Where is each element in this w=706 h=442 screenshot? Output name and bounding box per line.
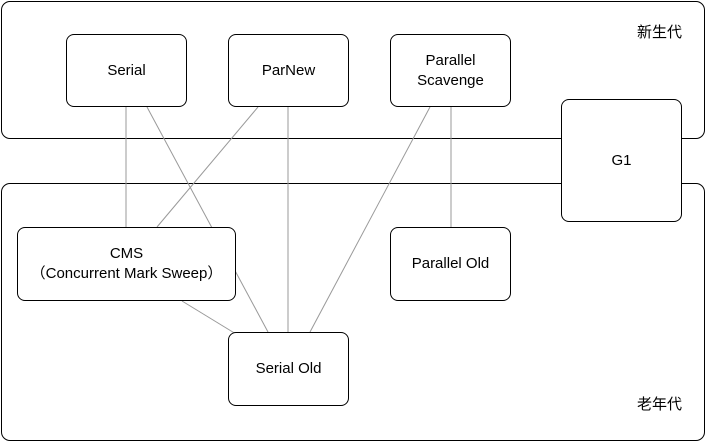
parallel-old-collector-box: Parallel Old: [390, 227, 511, 301]
edge-parallel-scavenge-serial-old: [309, 106, 431, 333]
edge-parnew-cms: [156, 106, 259, 228]
serial-collector-box: Serial: [66, 34, 187, 107]
edge-serial-serial-old: [146, 106, 269, 333]
old-generation-label: 老年代: [636, 395, 682, 413]
old-generation-region: 老年代: [1, 183, 705, 441]
g1-collector-box: G1: [561, 99, 682, 222]
parallel-scavenge-collector-box: Parallel Scavenge: [390, 34, 511, 107]
parnew-collector-box: ParNew: [228, 34, 349, 107]
young-generation-label: 新生代: [636, 23, 682, 41]
edge-cms-serial-old: [181, 300, 237, 335]
serial-old-collector-box: Serial Old: [228, 332, 349, 406]
cms-collector-box: CMS （Concurrent Mark Sweep）: [17, 227, 236, 301]
